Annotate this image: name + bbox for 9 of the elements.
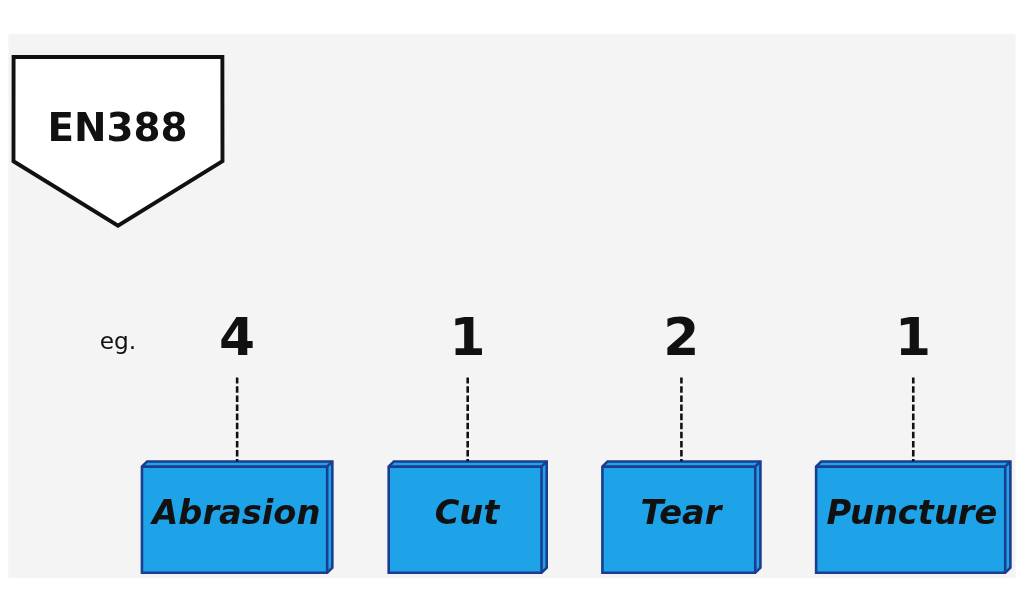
connector — [235, 377, 239, 462]
node-text: 1 — [449, 307, 486, 368]
connector — [466, 377, 469, 462]
node-text: 2 — [663, 307, 700, 368]
connector — [680, 377, 683, 462]
label: eg. — [99, 327, 137, 355]
connector — [911, 377, 915, 462]
node-text: 4 — [219, 307, 256, 368]
node-text: 1 — [895, 307, 932, 368]
